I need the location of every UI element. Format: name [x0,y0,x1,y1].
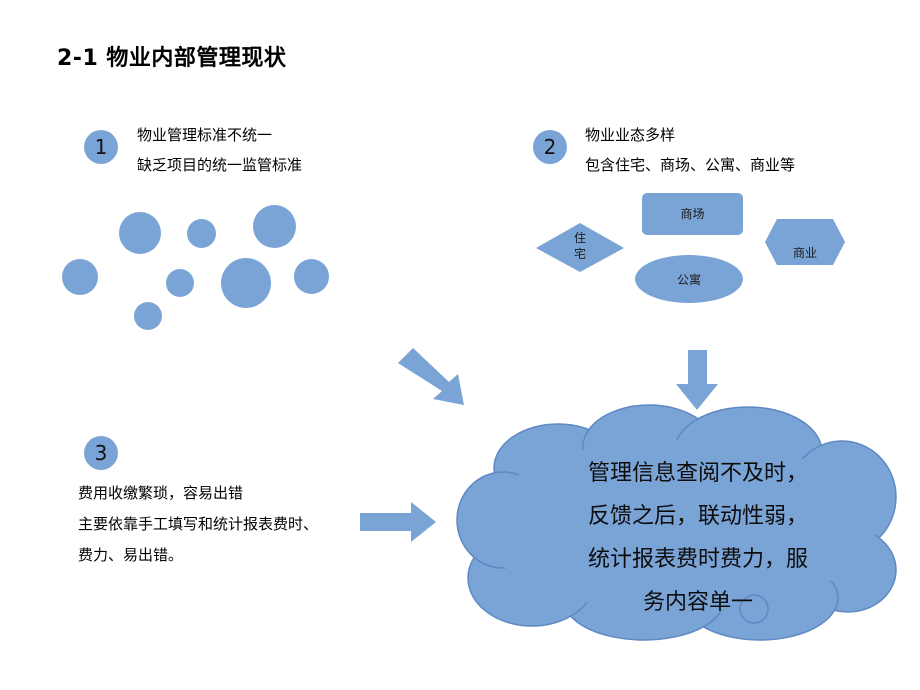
scatter-circle [62,259,98,295]
item-1-line-1: 物业管理标准不统一 [137,126,273,144]
item-3-text: 费用收缴繁琐，容易出错 主要依靠手工填写和统计报表费时、 费力、易出错。 [78,478,318,571]
cloud-line-1: 管理信息查阅不及时， [587,461,808,486]
scatter-circle [253,205,296,248]
item-2-line-1: 物业业态多样 [585,126,676,144]
item-1-line-2: 缺乏项目的统一监管标准 [137,156,303,174]
cloud-line-2: 反馈之后，联动性弱， [587,504,808,529]
scatter-circle [221,258,271,308]
diagonal-arrow-icon [398,348,464,405]
item-2-text: 物业业态多样 包含住宅、商场、公寓、商业等 [585,120,795,180]
item-3-line-2: 主要依靠手工填写和统计报表费时、 [78,515,319,533]
right-arrow-icon [360,502,436,542]
item-3-line-3: 费力、易出错。 [78,546,184,564]
cloud-text: 管理信息查阅不及时， 反馈之后，联动性弱， 统计报表费时费力，服 务内容单一 [548,452,848,624]
cloud-shape [456,404,897,641]
scatter-circle [166,269,194,297]
commercial-hexagon [765,219,845,265]
apartment-label: 公寓 [676,273,701,287]
step-badge-1: 1 [84,130,118,164]
item-2-line-2: 包含住宅、商场、公寓、商业等 [585,156,796,174]
scatter-circle [119,212,161,254]
residence-label: 住 宅 [573,231,586,261]
scatter-circle [187,219,216,248]
item-1-text: 物业管理标准不统一 缺乏项目的统一监管标准 [137,120,302,180]
down-arrow-icon [676,350,718,410]
residence-diamond [536,223,624,272]
step-badge-2: 2 [533,130,567,164]
cloud-line-3: 统计报表费时费力，服 [587,547,808,572]
mall-label: 商场 [680,207,705,221]
step-badge-3: 3 [84,436,118,470]
mall-box [642,193,743,235]
cloud-line-4: 务内容单一 [642,590,753,615]
commercial-label: 商业 [792,246,817,260]
page-title: 2-1 物业内部管理现状 [57,46,287,71]
apartment-ellipse [635,255,743,303]
item-3-line-1: 费用收缴繁琐，容易出错 [78,484,244,502]
scatter-circle [294,259,329,294]
scatter-circle [134,302,162,330]
